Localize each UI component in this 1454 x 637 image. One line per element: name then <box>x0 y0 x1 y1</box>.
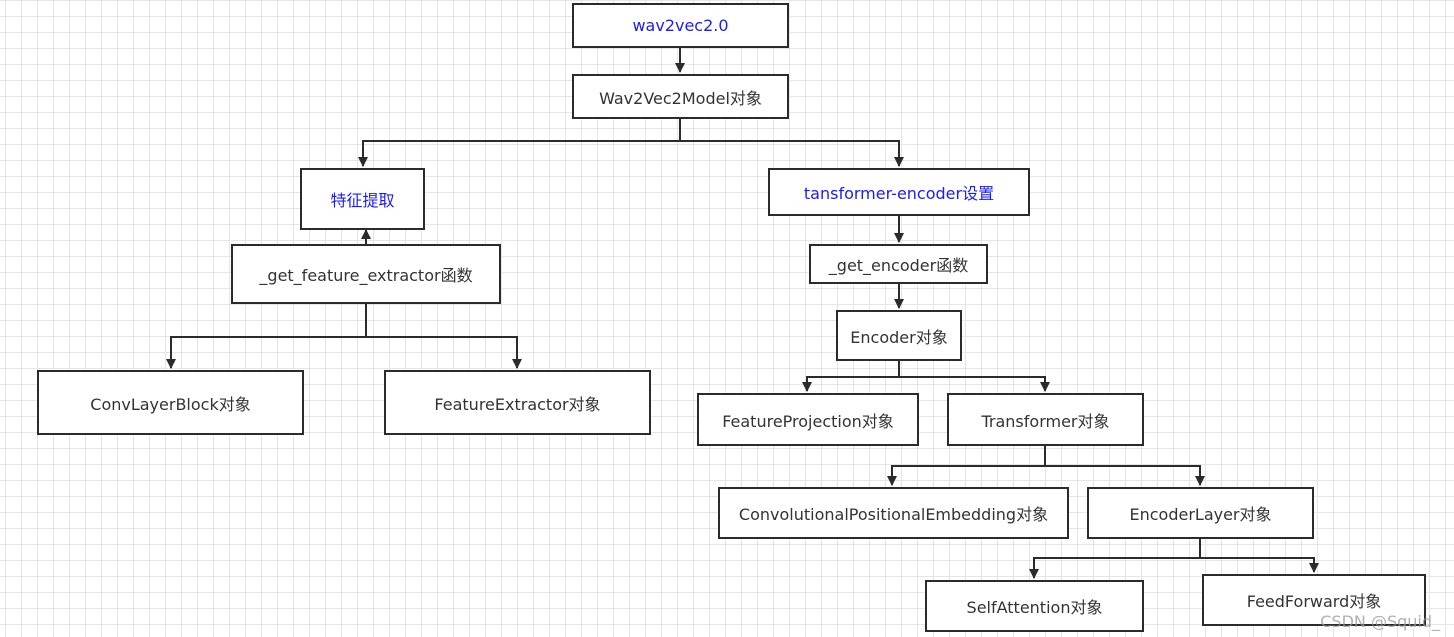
node-label: ConvLayerBlock对象 <box>90 394 251 414</box>
node-label: SelfAttention对象 <box>966 598 1103 617</box>
node-wav2vec2model[interactable]: Wav2Vec2Model对象 <box>572 74 789 119</box>
node-self-attention[interactable]: SelfAttention对象 <box>925 580 1144 632</box>
node-feature-extractor-object[interactable]: FeatureExtractor对象 <box>384 370 651 435</box>
node-label: Wav2Vec2Model对象 <box>599 88 762 108</box>
node-label: FeatureProjection对象 <box>722 411 894 431</box>
node-label: tansformer-encoder设置 <box>803 184 995 203</box>
watermark: CSDN @Squid_ <box>1320 612 1440 631</box>
edge-model-to-feature-extraction <box>358 119 681 167</box>
node-label: wav2vec2.0 <box>632 16 729 35</box>
edge-transformer-to-encoder-layer <box>1045 465 1205 486</box>
node-transformer-encoder-settings[interactable]: tansformer-encoder设置 <box>768 168 1030 216</box>
edge-encoder-to-transformer <box>899 376 1050 392</box>
node-transformer[interactable]: Transformer对象 <box>947 393 1144 446</box>
edge-transformer-to-conv-positional-embedding <box>887 446 1046 486</box>
node-label: FeedForward对象 <box>1246 592 1382 611</box>
node-label: 特征提取 <box>330 191 395 210</box>
edge-get-feature-extractor-to-feature-extractor <box>366 336 522 369</box>
node-label: EncoderLayer对象 <box>1129 505 1272 524</box>
node-label: ConvolutionalPositionalEmbedding对象 <box>738 505 1049 524</box>
node-conv-layer-block[interactable]: ConvLayerBlock对象 <box>37 370 304 435</box>
node-label: Transformer对象 <box>981 411 1110 431</box>
edge-encoder-layer-to-self-attention <box>1029 539 1201 579</box>
node-feature-projection[interactable]: FeatureProjection对象 <box>697 393 919 446</box>
edge-get-feature-extractor-to-conv-layer-block <box>166 304 367 369</box>
edge-encoder-layer-to-feed-forward <box>1200 557 1319 573</box>
node-conv-positional-embedding[interactable]: ConvolutionalPositionalEmbedding对象 <box>718 487 1069 539</box>
node-feature-extraction[interactable]: 特征提取 <box>300 168 425 230</box>
node-get-encoder[interactable]: _get_encoder函数 <box>809 244 988 284</box>
node-label: _get_feature_extractor函数 <box>259 266 473 285</box>
node-encoder-layer[interactable]: EncoderLayer对象 <box>1087 487 1314 539</box>
node-get-feature-extractor[interactable]: _get_feature_extractor函数 <box>231 244 501 304</box>
node-feed-forward[interactable]: FeedForward对象 <box>1202 574 1426 626</box>
node-label: _get_encoder函数 <box>828 256 969 275</box>
node-label: Encoder对象 <box>850 327 948 347</box>
node-wav2vec2[interactable]: wav2vec2.0 <box>572 3 789 48</box>
node-label: FeatureExtractor对象 <box>434 394 601 414</box>
edge-model-to-transformer-encoder <box>680 140 904 167</box>
edge-encoder-to-feature-projection <box>802 361 900 392</box>
node-encoder[interactable]: Encoder对象 <box>836 310 962 361</box>
